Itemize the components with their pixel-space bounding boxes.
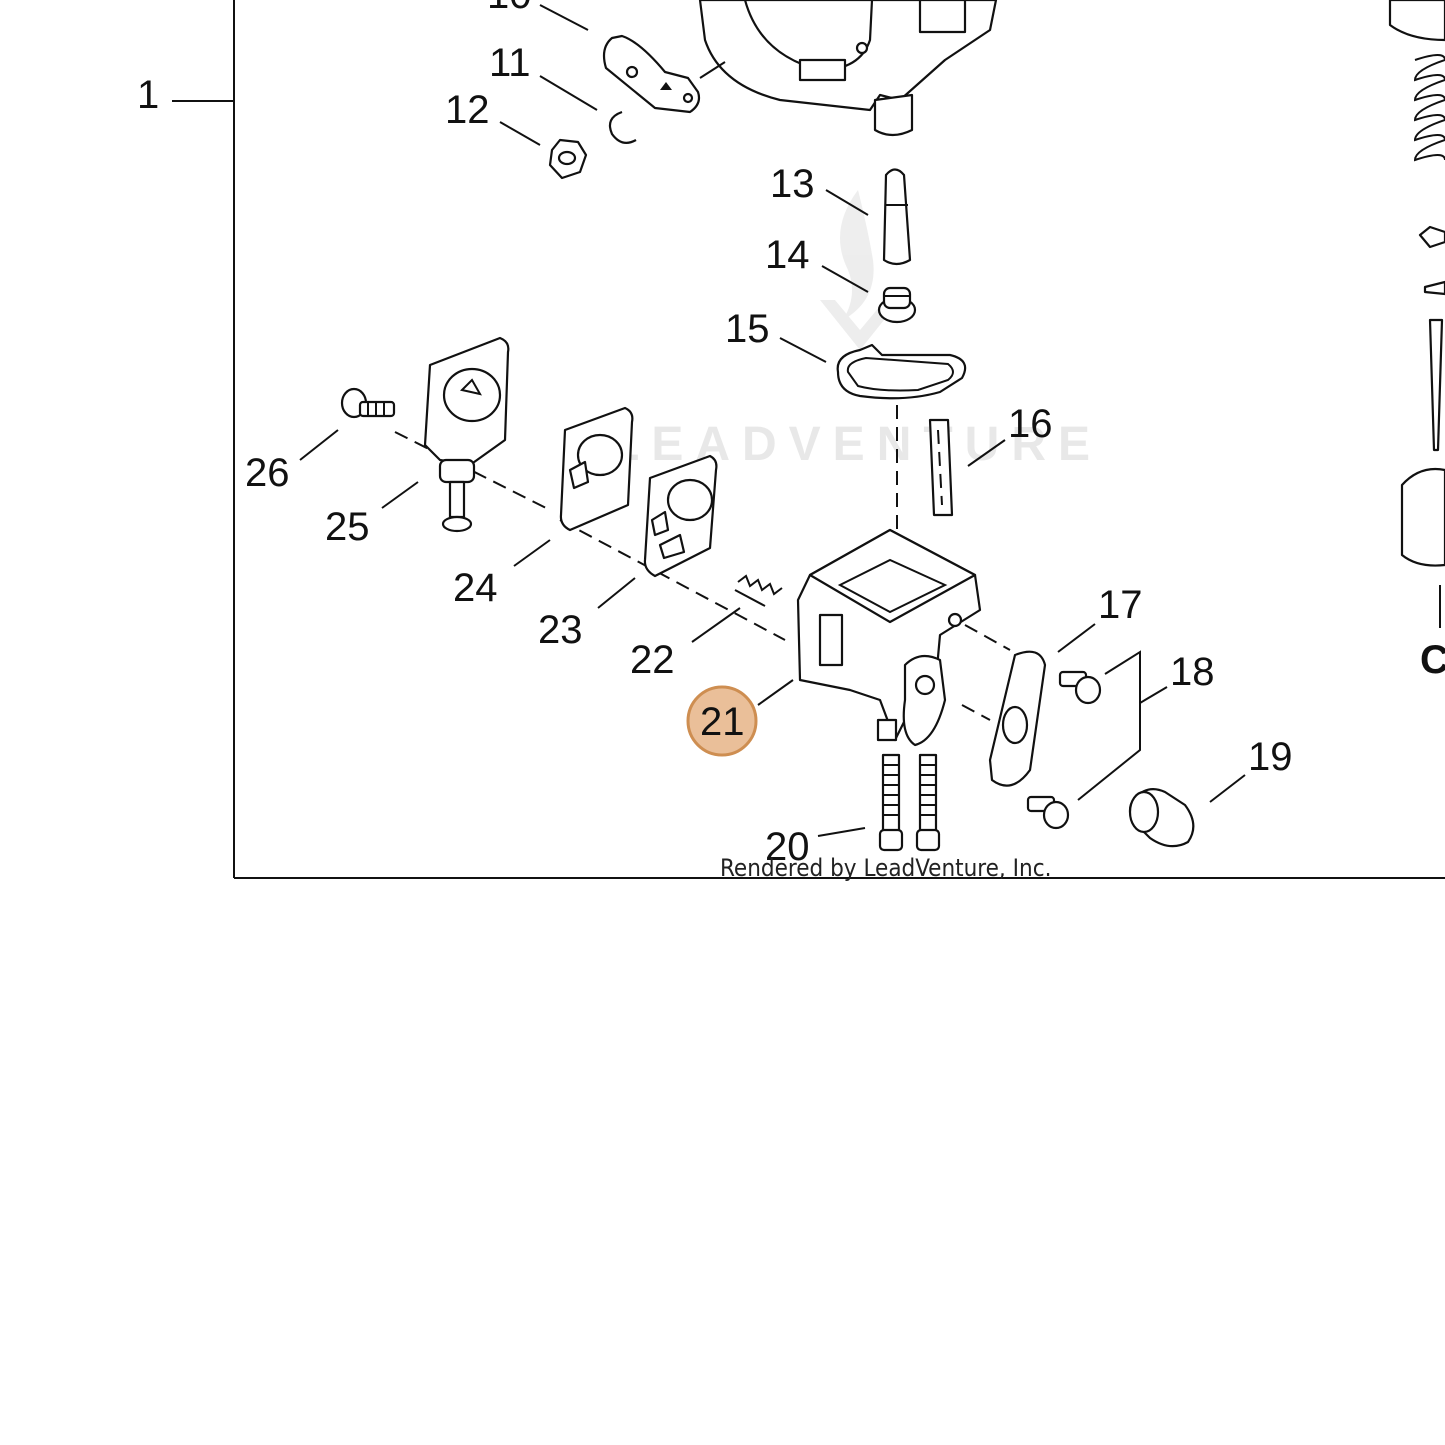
footer-credit: Rendered by LeadVenture, Inc. [720,854,1051,882]
cover-screw-part [340,387,396,419]
callout-21[interactable]: 21 [700,700,745,744]
diaphragm-part [643,454,718,578]
callout-22[interactable]: 22 [630,638,675,682]
callout-18[interactable]: 18 [1170,650,1215,694]
callout-11[interactable]: 11 [489,41,531,85]
screw-part [1026,795,1070,830]
callout-16[interactable]: 16 [1008,402,1053,446]
throttle-lever-part [602,34,726,114]
insulator-gasket-part [988,650,1047,787]
screw-part [1058,670,1102,705]
callout-17[interactable]: 17 [1098,583,1143,627]
long-screw-part [878,753,941,852]
carburetor-body-part [796,528,982,747]
watermark: LEADVENTURE [610,190,1090,471]
pump-gasket-part [559,406,634,532]
callout-20[interactable]: 20 [765,825,810,869]
filter-strip-part [928,418,954,517]
seat-screw-part [877,286,917,324]
needle-part [882,168,912,266]
leader-lines [299,4,1246,837]
nut-part [548,138,588,180]
right-edge-parts: C [1388,0,1445,682]
callout-15[interactable]: 15 [725,307,770,351]
callout-24[interactable]: 24 [453,566,498,610]
callout-25[interactable]: 25 [325,505,370,549]
assembly-lines [394,405,1011,721]
callout-13[interactable]: 13 [770,162,815,206]
callout-19[interactable]: 19 [1248,735,1293,779]
callout-1[interactable]: 1 [137,73,159,117]
callout-12[interactable]: 12 [445,88,490,132]
primer-bulb-part [1128,788,1195,848]
callout-10[interactable]: 10 [487,0,532,17]
pump-cover-part [423,336,510,533]
callout-14[interactable]: 14 [765,233,810,277]
carburetor-housing-part [698,0,998,137]
partial-callout-label: C [1420,638,1445,682]
callout-23[interactable]: 23 [538,608,583,652]
highlight-marker[interactable] [686,685,758,757]
callout-labels: 1 10 11 12 13 14 15 16 17 18 19 20 21 22… [137,0,1293,869]
frame [172,0,1445,879]
spring-part [734,574,783,607]
callout-26[interactable]: 26 [245,451,290,495]
e-clip-part [608,110,637,145]
